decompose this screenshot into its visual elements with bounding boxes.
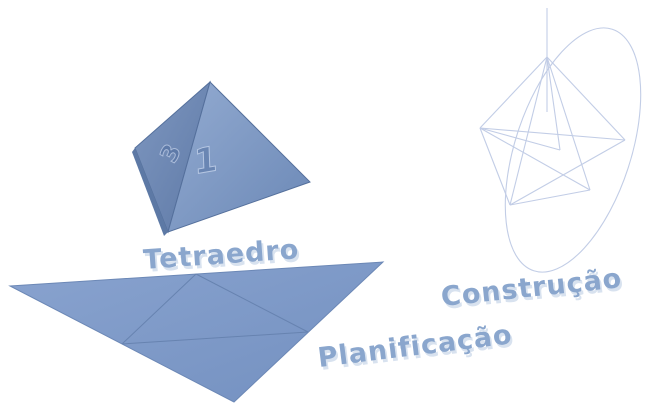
tetrahedron-front-face — [167, 81, 311, 233]
front-face-number: 1 — [193, 139, 218, 183]
net-fold-lines — [121, 273, 309, 345]
net-triangle — [8, 261, 385, 403]
construction-wireframe — [479, 8, 642, 273]
construction-edges — [479, 56, 626, 206]
labels: Tetraedro Tetraedro Construção Construçã… — [142, 234, 625, 377]
solid-tetrahedron: 1 3 — [132, 80, 311, 236]
tetrahedron-net — [8, 261, 385, 403]
tetrahedron-base-edge — [132, 148, 168, 236]
construction-ellipse — [504, 27, 642, 273]
net-label: Planificação — [316, 319, 514, 374]
